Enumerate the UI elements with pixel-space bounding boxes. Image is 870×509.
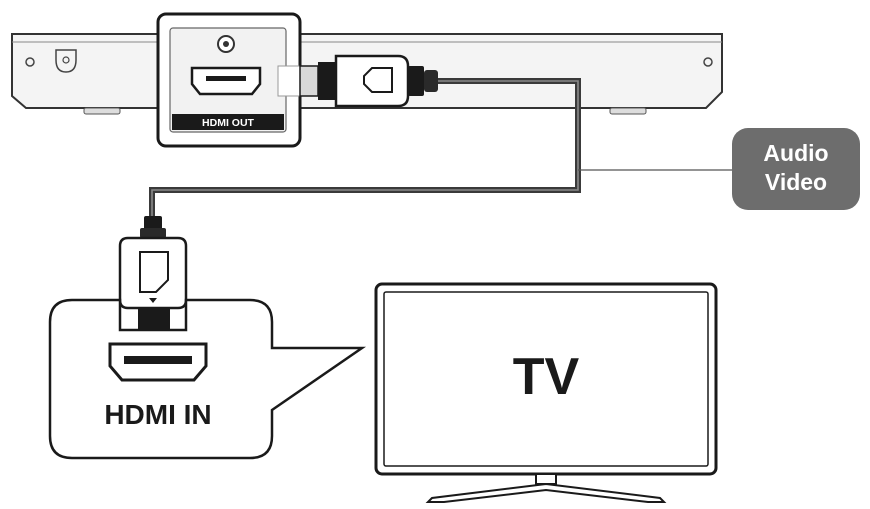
audio-label: Audio — [763, 140, 828, 166]
hdmi-out-label-strip — [172, 114, 284, 130]
player-foot-left — [83, 107, 121, 115]
tv-stand — [425, 482, 667, 503]
video-label: Video — [765, 169, 827, 195]
hdmi-in-callout-bubble — [48, 298, 367, 460]
player-hdmi-plug-icon — [334, 54, 410, 108]
screw-icon — [25, 57, 35, 67]
audio-video-badge — [732, 128, 860, 210]
hdmi-out-label: HDMI OUT — [202, 117, 254, 129]
player-foot-right — [609, 107, 647, 115]
tv-screen — [383, 291, 709, 467]
hdmi-cable — [118, 54, 581, 330]
hdmi-in-label: HDMI IN — [104, 399, 211, 430]
signal-callout: Audio Video — [578, 128, 860, 210]
player-connector-collar — [318, 62, 336, 100]
tv-device: TV — [374, 282, 718, 503]
tv-label: TV — [513, 348, 580, 406]
tv-hdmi-plug-icon — [118, 236, 188, 310]
screw-icon — [703, 57, 713, 67]
hdmi-in-bubble: HDMI IN — [48, 298, 367, 460]
tv-connector-collar — [138, 308, 170, 330]
player-body-left — [11, 33, 159, 109]
lock-slot-icon — [55, 49, 77, 73]
